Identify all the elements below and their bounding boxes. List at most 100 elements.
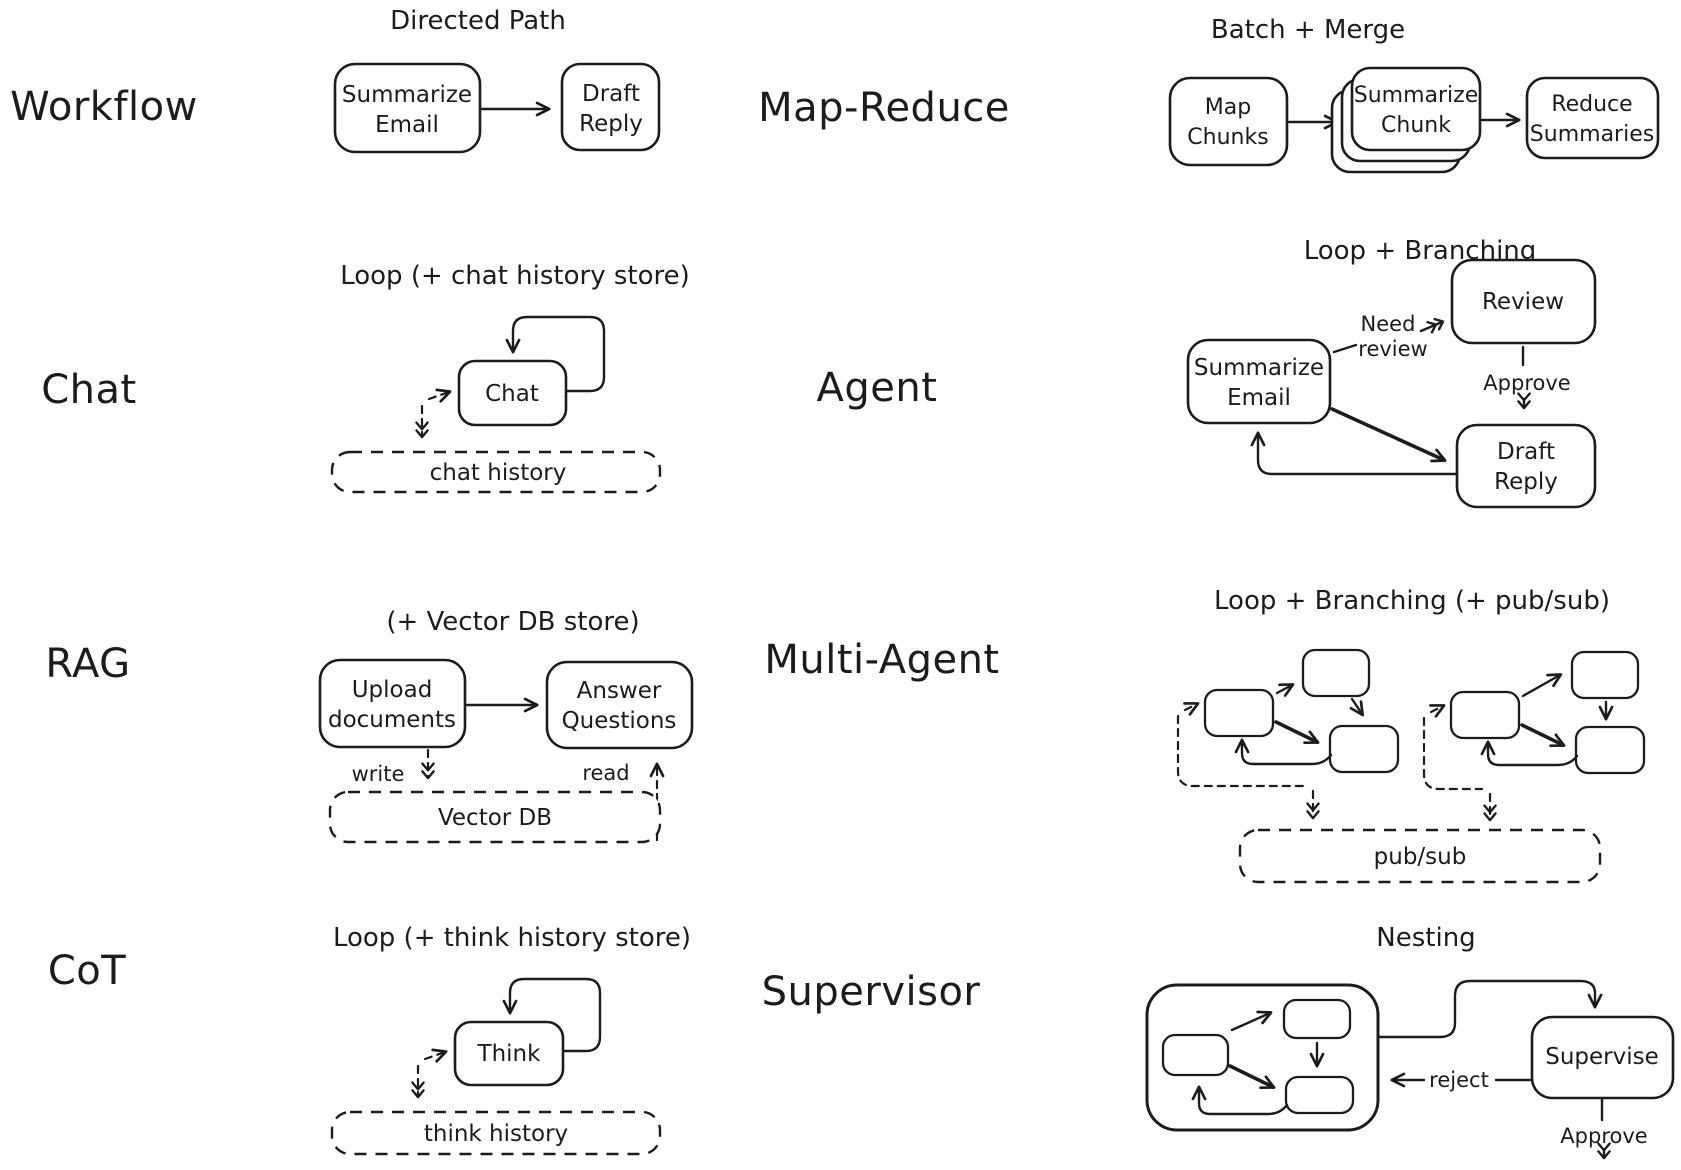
supervisor-reject-label: reject: [1429, 1068, 1489, 1092]
section-map-reduce: Map-Reduce Batch + Merge Map Chunks Summ…: [758, 15, 1660, 174]
multi-agent-c1-node-a: [1203, 688, 1275, 738]
section-rag: RAG (+ Vector DB store) Upload documents…: [45, 607, 694, 844]
map-reduce-node-reduce-summaries-label-1: Reduce: [1551, 92, 1632, 117]
multi-agent-c2-node-a: [1449, 690, 1521, 740]
multi-agent-c2-pub-path: [1422, 716, 1484, 791]
map-reduce-node-reduce-summaries: [1525, 76, 1660, 160]
supervisor-inner-edge-a-c: [1228, 1064, 1276, 1089]
cot-history-store-label: think history: [424, 1121, 568, 1147]
rag-write-label: write: [352, 762, 405, 786]
multi-agent-label: Multi-Agent: [764, 637, 999, 683]
multi-agent-cluster-1: [1176, 648, 1400, 820]
map-reduce-node-summarize-chunk: [1350, 66, 1482, 152]
workflow-node-draft-reply: [560, 62, 661, 152]
rag-title: (+ Vector DB store): [386, 607, 639, 637]
multi-agent-pub-sub-store-label: pub/sub: [1374, 844, 1467, 870]
multi-agent-c2-node-c: [1574, 725, 1646, 775]
cot-node: [453, 1020, 565, 1087]
chat-label: Chat: [41, 367, 136, 413]
chat-node: [457, 359, 568, 427]
rag-vector-db-store: [328, 790, 662, 844]
agent-approve-label: Approve: [1483, 371, 1570, 395]
multi-agent-c1-sub-arrow: [1183, 702, 1200, 716]
multi-agent-c2-node-b: [1570, 650, 1640, 700]
agent-draft-edge: [1330, 407, 1447, 463]
supervisor-approve-label: Approve: [1560, 1124, 1647, 1148]
agent-loop-back-edge: [1250, 431, 1459, 476]
workflow-node-summarize-email-label-1: Summarize: [342, 82, 472, 108]
supervisor-label: Supervisor: [762, 969, 981, 1015]
map-reduce-node-summarize-chunk-label-1: Summarize: [1354, 83, 1479, 108]
multi-agent-c1-edge-a-c: [1274, 720, 1320, 745]
rag-vector-db-store-label: Vector DB: [438, 805, 552, 831]
supervisor-inner-loop-back: [1191, 1085, 1289, 1116]
multi-agent-title: Loop + Branching (+ pub/sub): [1214, 586, 1610, 616]
workflow-title: Directed Path: [390, 6, 566, 36]
agent-node-summarize-email: [1186, 338, 1332, 425]
chat-self-loop-arrow: [505, 315, 606, 393]
workflow-label: Workflow: [10, 84, 198, 130]
cot-title: Loop (+ think history store): [333, 923, 691, 953]
multi-agent-c1-edge-a-b: [1275, 683, 1295, 697]
rag-node-upload-documents: [318, 658, 467, 749]
workflow-node-draft-reply-label-2: Reply: [579, 111, 643, 137]
multi-agent-pub-sub-store: [1238, 828, 1602, 884]
supervisor-inner-node-b: [1282, 998, 1352, 1040]
multi-agent-c2-loop-back: [1480, 740, 1579, 767]
cot-self-loop-arrow: [502, 977, 602, 1053]
section-multi-agent: Multi-Agent Loop + Branching (+ pub/sub): [764, 586, 1646, 884]
rag-node-answer-questions-label-2: Questions: [562, 708, 677, 734]
map-reduce-node-summarize-chunk-label-2: Chunk: [1381, 113, 1451, 138]
section-agent: Agent Loop + Branching Summarize Email R…: [817, 236, 1597, 509]
multi-agent-c2-sub-arrow: [1429, 704, 1446, 718]
map-reduce-node-map-chunks: [1168, 76, 1289, 167]
multi-agent-c1-loop-back: [1234, 738, 1333, 766]
workflow-node-draft-reply-label-1: Draft: [582, 81, 640, 107]
supervisor-to-supervise-edge: [1378, 979, 1603, 1039]
cot-history-store: [330, 1110, 662, 1156]
agent-node-review-label: Review: [1482, 289, 1564, 315]
agent-node-review: [1450, 258, 1597, 345]
cot-node-label: Think: [477, 1041, 542, 1067]
workflow-node-summarize-email-label-2: Email: [375, 112, 439, 138]
multi-agent-c1-pub-path: [1176, 714, 1308, 788]
chat-history-store-label: chat history: [430, 460, 567, 486]
workflow-node-summarize-email: [333, 62, 482, 154]
supervisor-inner-node-c: [1284, 1075, 1355, 1115]
agent-label: Agent: [817, 365, 938, 411]
agent-need-review-label-1: Need: [1361, 312, 1416, 336]
rag-node-upload-documents-label-2: documents: [328, 707, 456, 733]
rag-label: RAG: [45, 641, 130, 687]
map-reduce-node-map-chunks-label-1: Map: [1205, 95, 1251, 120]
section-workflow: Workflow Directed Path Summarize Email D…: [10, 6, 661, 154]
supervisor-inner-node-a: [1161, 1033, 1230, 1077]
section-supervisor: Supervisor Nesting Supervise reject Appr…: [762, 923, 1675, 1160]
agent-node-draft-reply: [1455, 423, 1597, 509]
chat-node-label: Chat: [485, 381, 539, 407]
map-reduce-node-reduce-summaries-label-2: Summaries: [1530, 122, 1654, 147]
rag-node-answer-questions: [545, 660, 694, 750]
rag-node-answer-questions-label-1: Answer: [577, 678, 662, 704]
map-reduce-label: Map-Reduce: [758, 85, 1010, 131]
supervisor-node-supervise-label: Supervise: [1545, 1044, 1659, 1070]
rag-node-upload-documents-label-1: Upload: [352, 677, 433, 703]
section-cot: CoT Loop (+ think history store) Think t…: [48, 923, 691, 1156]
cot-store-read-arrow: [423, 1048, 448, 1063]
multi-agent-c1-node-c: [1328, 724, 1400, 774]
multi-agent-c1-node-b: [1301, 648, 1371, 698]
multi-agent-cluster-2: [1422, 650, 1646, 822]
agent-need-review-edge-start: [1332, 343, 1358, 354]
agent-need-review-label-2: review: [1358, 337, 1427, 361]
section-chat: Chat Loop (+ chat history store) Chat ch…: [41, 261, 690, 494]
agent-node-draft-reply-label-1: Draft: [1497, 439, 1555, 465]
agent-node-summarize-email-label-1: Summarize: [1194, 355, 1324, 381]
supervisor-inner-edge-a-b: [1230, 1010, 1273, 1032]
supervisor-title: Nesting: [1376, 923, 1475, 953]
chat-store-read-arrow: [427, 388, 452, 403]
agent-need-review-arrowhead: [1419, 317, 1445, 334]
multi-agent-c2-edge-a-c: [1520, 723, 1566, 748]
rag-read-label: read: [582, 761, 629, 785]
agent-node-summarize-email-label-2: Email: [1227, 385, 1291, 411]
